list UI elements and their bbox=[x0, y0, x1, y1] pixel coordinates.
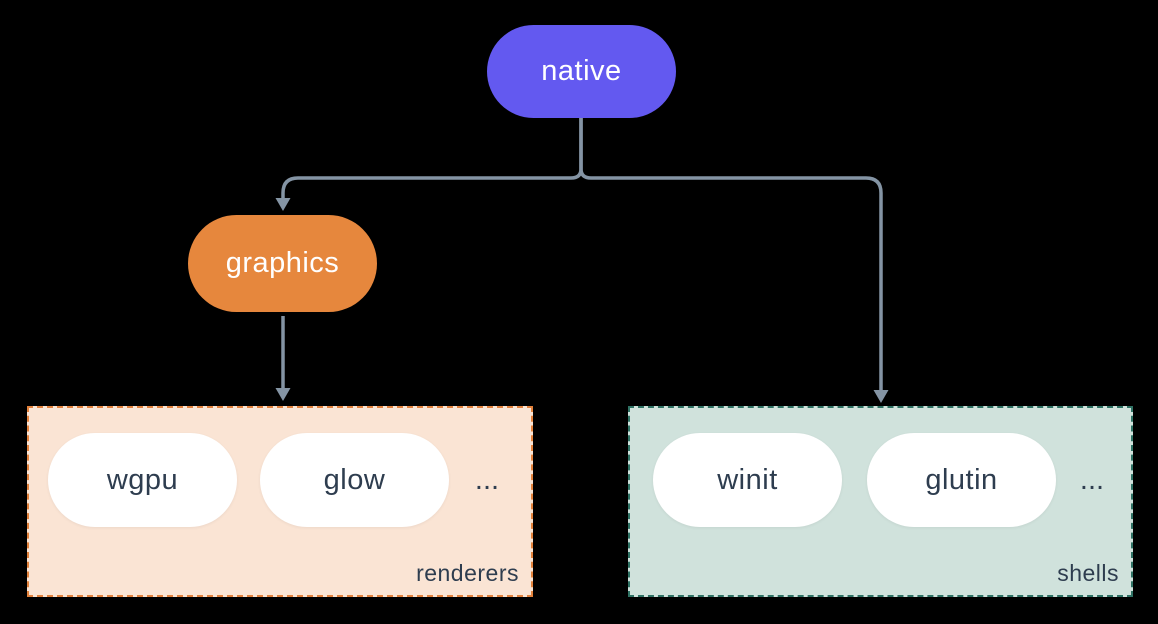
shells-group-label: shells bbox=[1057, 560, 1119, 586]
arrowhead-renderers bbox=[275, 388, 291, 401]
node-glutin: glutin bbox=[867, 433, 1056, 527]
shells-ellipsis: ... bbox=[1079, 463, 1105, 496]
arrowhead-graphics bbox=[275, 198, 291, 211]
node-graphics: graphics bbox=[188, 215, 377, 312]
edge-native-to-graphics bbox=[281, 118, 583, 198]
renderers-ellipsis: ... bbox=[474, 463, 500, 496]
node-native: native bbox=[487, 25, 676, 118]
group-shells: winit glutin ... shells bbox=[628, 406, 1133, 597]
node-glow: glow bbox=[260, 433, 449, 527]
node-winit: winit bbox=[653, 433, 842, 527]
renderers-group-label: renderers bbox=[416, 560, 519, 586]
edge-native-to-shells bbox=[579, 118, 883, 390]
group-renderers: wgpu glow ... renderers bbox=[27, 406, 533, 597]
arrowhead-shells bbox=[873, 390, 889, 403]
node-wgpu: wgpu bbox=[48, 433, 237, 527]
